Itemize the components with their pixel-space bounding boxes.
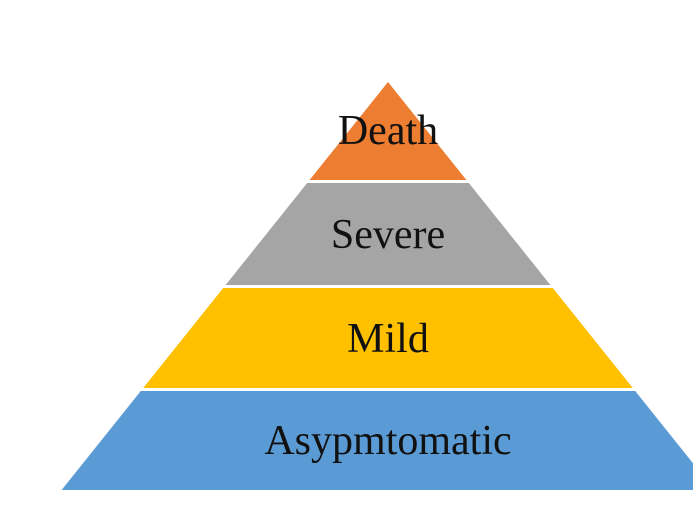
pyramid-level-mild: Mild xyxy=(143,288,633,388)
pyramid-level-death: Death xyxy=(309,82,467,180)
pyramid-level-severe: Severe xyxy=(225,183,551,285)
pyramid-band-mild xyxy=(143,288,633,388)
pyramid-label-asypmtomatic: Asypmtomatic xyxy=(264,418,511,464)
pyramid-label-mild: Mild xyxy=(347,316,429,362)
pyramid-band-severe xyxy=(225,183,551,285)
pyramid-label-severe: Severe xyxy=(331,212,445,258)
pyramid-band-asypmtomatic xyxy=(61,391,693,490)
pyramid-band-death xyxy=(309,82,467,180)
pyramid-label-death: Death xyxy=(338,108,438,154)
pyramid-level-asypmtomatic: Asypmtomatic xyxy=(61,391,693,490)
